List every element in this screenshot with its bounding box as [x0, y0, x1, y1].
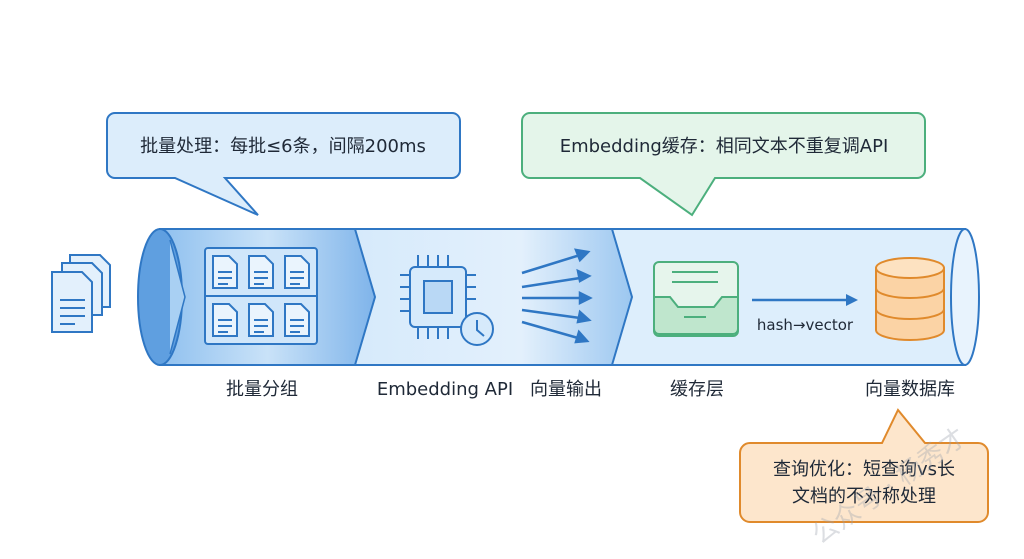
callout-query-line1: 查询优化：短查询vs长	[773, 459, 955, 480]
document-icon	[248, 303, 274, 337]
documents-icon	[51, 254, 111, 333]
callout-query: 查询优化：短查询vs长 文档的不对称处理	[739, 408, 989, 523]
callout-batch-text: 批量处理：每批≤6条，间隔200ms	[140, 136, 426, 157]
pipe-segment-api	[355, 229, 632, 365]
callout-batch: 批量处理：每批≤6条，间隔200ms	[106, 112, 461, 216]
vector-output-arrows	[521, 248, 593, 344]
callout-cache-text: Embedding缓存：相同文本不重复调API	[560, 136, 889, 157]
stage-label-embedding-api: Embedding API	[377, 379, 513, 400]
document-icon	[284, 255, 310, 289]
stage-label-vector-output: 向量输出	[530, 379, 602, 400]
cache-tray-icon	[653, 261, 739, 337]
pipe	[137, 228, 980, 366]
callout-query-line2: 文档的不对称处理	[792, 486, 936, 507]
document-icon	[212, 255, 238, 289]
edge-label-hash-vector: hash→vector	[757, 316, 854, 334]
stage-label-vector-db: 向量数据库	[865, 379, 955, 400]
hash-arrow	[752, 294, 858, 306]
stage-label-cache-layer: 缓存层	[670, 379, 724, 400]
pipe-right-end	[950, 228, 980, 366]
stage-label-batch-group: 批量分组	[226, 379, 298, 400]
callout-cache: Embedding缓存：相同文本不重复调API	[521, 112, 926, 217]
document-icon	[284, 303, 310, 337]
batch-grid-icon	[204, 247, 318, 345]
chip-clock-icon	[400, 255, 494, 346]
document-icon	[212, 303, 238, 337]
document-icon	[248, 255, 274, 289]
database-icon	[875, 257, 945, 341]
